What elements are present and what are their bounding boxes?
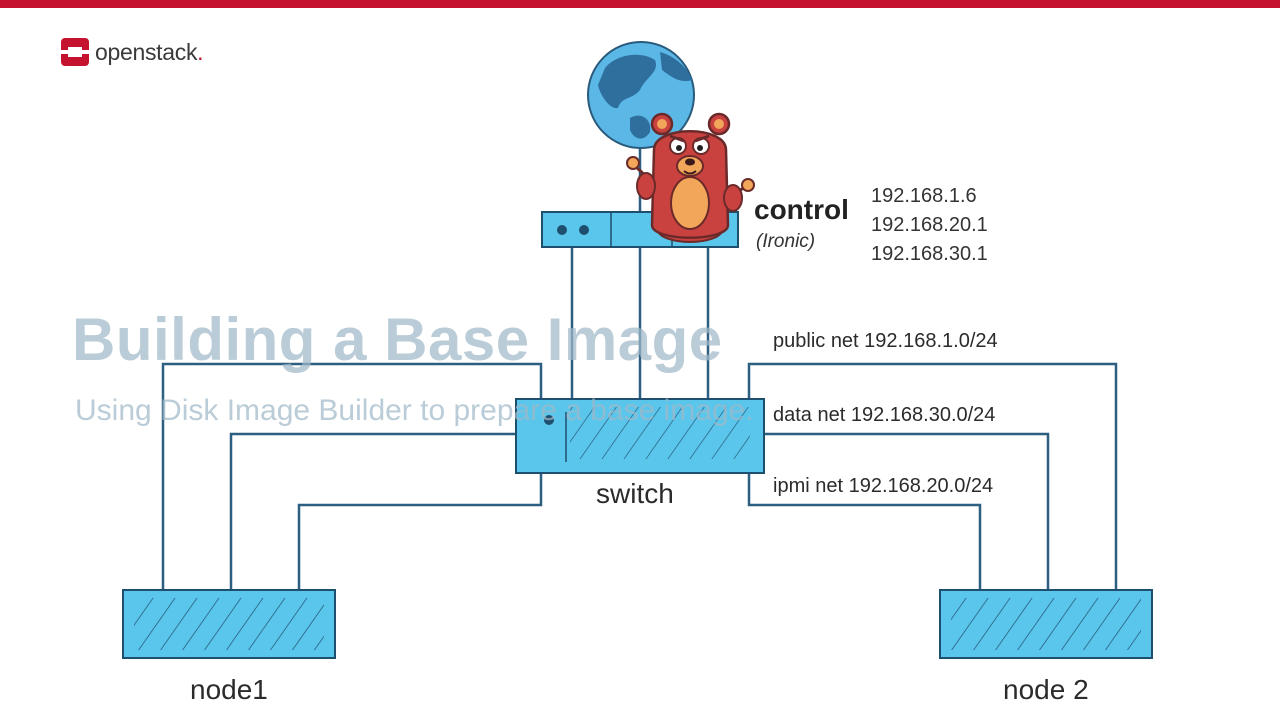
switch-device (515, 398, 765, 474)
public-net-label: public net 192.168.1.0/24 (773, 330, 998, 352)
ipmi-net-label: ipmi net 192.168.20.0/24 (773, 475, 994, 497)
switch-label: switch (596, 478, 674, 509)
logo-wordmark-dot: . (197, 38, 204, 65)
logo-wordmark-text: openstack (95, 38, 198, 65)
server-led-icon (579, 225, 589, 235)
bear-mascot-icon (626, 112, 755, 243)
control-ip-public: 192.168.1.6 (871, 185, 977, 207)
top-accent-bar (0, 0, 1280, 8)
switch-led-icon (544, 415, 554, 425)
control-ip-data: 192.168.30.1 (871, 243, 988, 265)
openstack-logo: openstack. (61, 38, 204, 66)
overlay-subtitle: Using Disk Image Builder to prepare a ba… (75, 394, 754, 427)
link-node1-ipmi (297, 473, 543, 590)
node1-device (122, 589, 336, 659)
link-node1-data (229, 432, 516, 590)
control-node-label: control (754, 194, 849, 225)
link-node2-data (764, 432, 1050, 590)
link-node1-public (161, 362, 543, 590)
server-led-icon (557, 225, 567, 235)
logo-wordmark: openstack. (95, 38, 204, 66)
control-service-label: (Ironic) (756, 231, 816, 252)
link-node2-public (747, 362, 1118, 590)
node1-label: node1 (190, 674, 268, 705)
node2-device (939, 589, 1153, 659)
openstack-logo-icon (61, 38, 89, 66)
overlay-title: Building a Base Image (72, 306, 723, 373)
node2-label: node 2 (1003, 674, 1089, 705)
data-net-label: data net 192.168.30.0/24 (773, 404, 996, 426)
control-ip-ipmi: 192.168.20.1 (871, 214, 988, 236)
network-links (161, 145, 1118, 590)
link-node2-ipmi (747, 473, 982, 590)
